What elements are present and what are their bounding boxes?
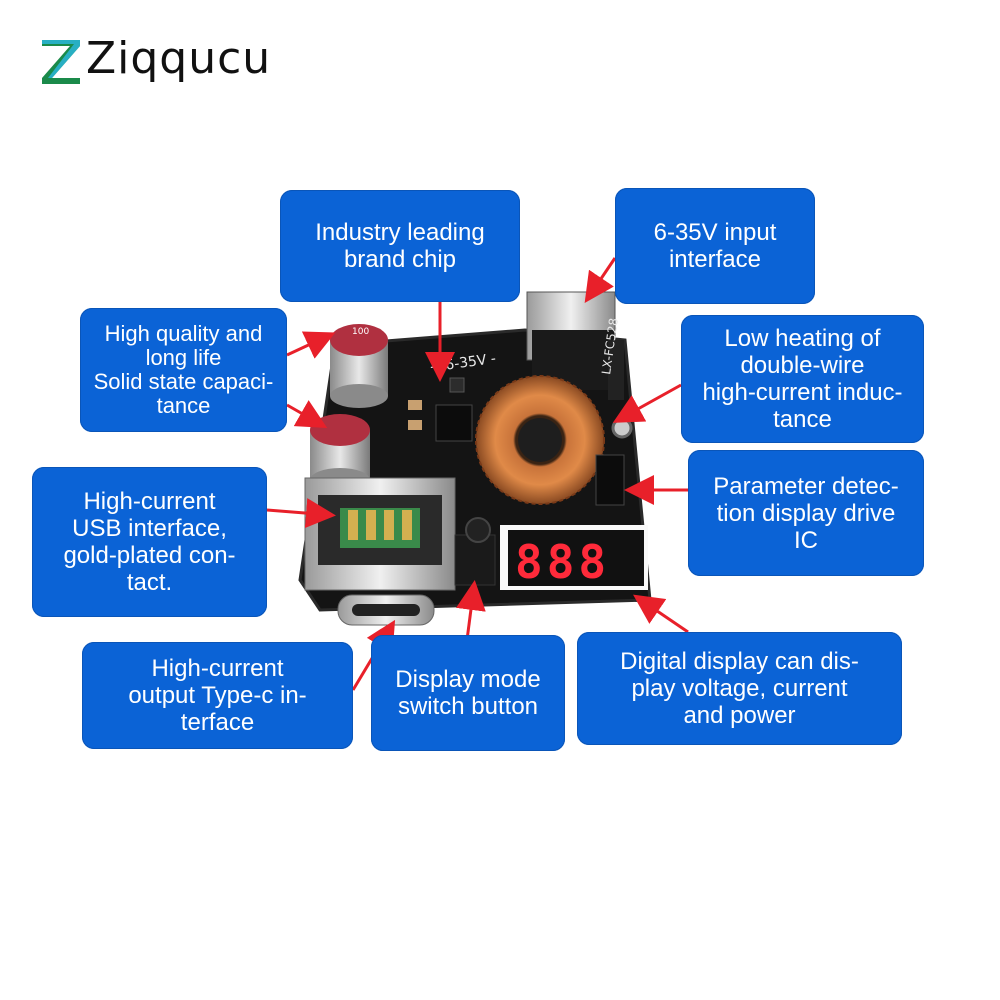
callout-typec: High-current output Type-c in- terface bbox=[82, 642, 353, 749]
arrow-input bbox=[584, 257, 617, 303]
arrow-display bbox=[633, 594, 689, 634]
callout-button: Display mode switch button bbox=[371, 635, 565, 751]
callout-usb: High-current USB interface, gold-plated … bbox=[32, 467, 267, 617]
arrow-usb bbox=[266, 498, 336, 529]
callout-inductance-text: Low heating of double-wire high-current … bbox=[702, 325, 903, 433]
type-c-port bbox=[337, 594, 435, 626]
led-display: 888 bbox=[500, 525, 648, 590]
usb-a-port bbox=[304, 477, 456, 591]
led-digits: 888 bbox=[515, 535, 610, 589]
callout-chip-text: Industry leading brand chip bbox=[315, 219, 485, 273]
callout-display-text: Digital display can dis- play voltage, c… bbox=[620, 648, 859, 729]
brand-logo: Ziqqucu bbox=[38, 30, 271, 90]
callout-input-text: 6-35V input interface bbox=[653, 219, 777, 273]
callout-display: Digital display can dis- play voltage, c… bbox=[577, 632, 902, 745]
callout-typec-text: High-current output Type-c in- terface bbox=[128, 655, 307, 736]
arrow-inductance bbox=[612, 383, 682, 423]
callout-detection: Parameter detec- tion display drive IC bbox=[688, 450, 924, 576]
logo-z-mark bbox=[42, 40, 80, 84]
callout-capacitor-text: High quality and long life Solid state c… bbox=[93, 321, 274, 418]
main-chip bbox=[435, 404, 473, 442]
brand-name: Ziqqucu bbox=[86, 32, 272, 84]
callout-detection-text: Parameter detec- tion display drive IC bbox=[713, 472, 899, 554]
svg-text:100: 100 bbox=[352, 327, 369, 337]
arrow-capacitor-bottom bbox=[286, 400, 328, 428]
callout-button-text: Display mode switch button bbox=[395, 666, 541, 720]
arrow-button bbox=[456, 580, 486, 641]
callout-usb-text: High-current USB interface, gold-plated … bbox=[63, 488, 236, 596]
callout-inductance: Low heating of double-wire high-current … bbox=[681, 315, 924, 443]
capacitor-top: 100 bbox=[330, 324, 388, 408]
arrow-capacitor-top bbox=[286, 331, 336, 359]
dc-input-connector bbox=[526, 291, 624, 400]
callout-input: 6-35V input interface bbox=[615, 188, 815, 304]
toroid-inductor bbox=[475, 375, 605, 505]
callout-chip: Industry leading brand chip bbox=[280, 190, 520, 302]
driver-ic bbox=[595, 454, 625, 506]
callout-capacitor: High quality and long life Solid state c… bbox=[80, 308, 287, 432]
mode-switch-button bbox=[454, 517, 496, 586]
